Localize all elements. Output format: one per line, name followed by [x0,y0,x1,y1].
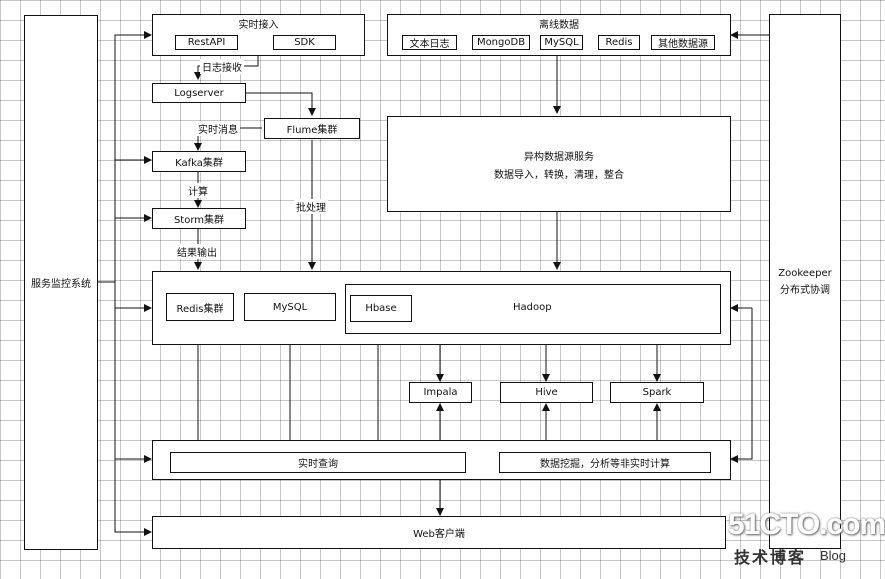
offline-compute-node: 数据挖掘，分析等非实时计算 [499,452,711,473]
spark-node: Spark [610,382,704,403]
logserver-node: Logserver [152,83,246,103]
offline-data-box: 离线数据 文本日志 MongoDB MySQL Redis 其他数据源 [387,14,731,56]
mongodb-node: MongoDB [472,35,530,50]
impala-node: Impala [409,382,472,403]
hadoop-node: Hbase Hadoop [345,284,721,334]
watermark-blog-en: Blog [820,548,847,563]
offline-compute-label: 数据挖掘，分析等非实时计算 [540,459,670,470]
hive-label: Hive [535,387,558,398]
monitor-system-label: 服务监控系统 [31,279,91,290]
restapi-node: RestAPI [175,35,238,50]
mysql-storage-label: MySQL [272,301,308,313]
text-log-label: 文本日志 [409,39,450,50]
web-client-node: Web客户端 [152,516,726,549]
zookeeper-panel: Zookeeper 分布式协调 [769,14,841,549]
kafka-node: Kafka集群 [152,151,246,172]
mysql-source-node: MySQL [540,35,583,50]
offline-data-title: 离线数据 [539,20,579,31]
watermark-site: 51CTO.com [728,508,885,541]
edge-label-log-receive: 日志接收 [200,59,244,74]
logserver-label: Logserver [174,87,224,99]
restapi-label: RestAPI [187,37,226,48]
realtime-ingest-title: 实时接入 [238,20,279,31]
other-source-node: 其他数据源 [651,35,715,50]
edge-label-result-output: 结果输出 [175,244,219,259]
mongodb-label: MongoDB [476,37,526,48]
redis-source-label: Redis [605,37,633,48]
hbase-label: Hbase [365,303,397,314]
flume-label: Flume集群 [286,125,338,136]
zookeeper-label: Zookeeper [778,267,832,279]
realtime-query-label: 实时查询 [298,459,338,470]
text-log-node: 文本日志 [402,35,457,50]
hetero-service-desc: 数据导入，转换，清理，整合 [494,169,624,181]
edge-label-realtime-msg: 实时消息 [196,121,240,136]
sdk-label: SDK [294,37,315,48]
sdk-node: SDK [273,35,336,50]
watermark-blog-cn: 技术博客 [734,550,807,567]
storm-node: Storm集群 [152,208,246,229]
spark-label: Spark [642,387,672,398]
mysql-source-label: MySQL [544,37,579,48]
edge-label-compute: 计算 [186,183,210,198]
hetero-source-service-node: 异构数据源服务 数据导入，转换，清理，整合 [387,116,731,212]
realtime-ingest-box: 实时接入 RestAPI SDK [152,14,365,56]
storage-layer-box: Redis集群 MySQL Hbase Hadoop [152,271,731,345]
redis-source-node: Redis [598,35,640,50]
web-client-label: Web客户端 [413,529,465,540]
realtime-query-node: 实时查询 [170,452,466,473]
hetero-service-title: 异构数据源服务 [524,151,594,163]
storm-label: Storm集群 [173,215,225,226]
mysql-storage-node: MySQL [244,293,336,321]
kafka-label: Kafka集群 [175,158,223,169]
redis-cluster-label: Redis集群 [176,303,224,315]
query-layer-box: 实时查询 数据挖掘，分析等非实时计算 [152,440,731,480]
hbase-node: Hbase [350,295,412,322]
edge-label-batch: 批处理 [294,199,328,214]
other-source-label: 其他数据源 [658,39,708,50]
zookeeper-sublabel: 分布式协调 [780,284,830,296]
hive-node: Hive [500,382,593,403]
monitor-system-panel: 服务监控系统 [24,15,98,550]
impala-label: Impala [423,387,458,398]
redis-cluster-node: Redis集群 [166,293,234,321]
hadoop-label: Hadoop [511,302,554,313]
site-watermark: 51CTO.com 技术博客 Blog [728,508,885,574]
flume-node: Flume集群 [264,118,360,139]
